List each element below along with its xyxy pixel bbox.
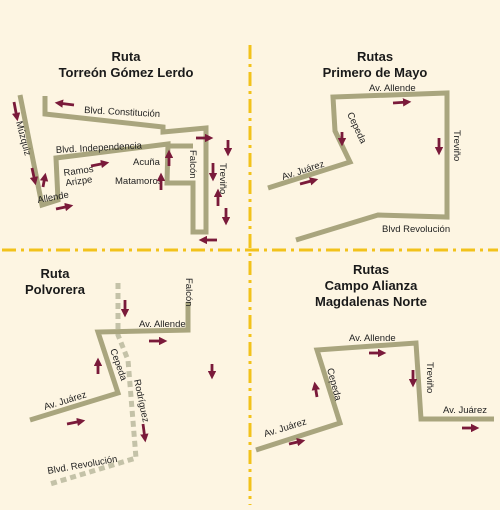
street-label-falcon: Falcón — [183, 278, 194, 307]
panel-title: Rutas — [357, 49, 393, 64]
street-label-allende: Av. Allende — [139, 319, 186, 330]
direction-arrow — [288, 438, 306, 447]
street-label-allende: Allende — [37, 190, 70, 206]
direction-arrow — [11, 101, 21, 122]
direction-arrow — [55, 202, 74, 212]
panel-title: Polvorera — [25, 282, 86, 297]
route-line — [29, 302, 191, 423]
street-label-independencia: Blvd. Independencia — [56, 140, 143, 156]
direction-arrows — [11, 98, 480, 447]
direction-arrow — [299, 177, 319, 186]
street-label-trevino: Treviño — [451, 130, 462, 161]
street-label-ramos: Ramos — [63, 164, 95, 179]
panel-primero-de-mayo: Rutas Primero de Mayo Av. Allende Cepeda… — [267, 49, 462, 243]
panel-title: Ruta — [112, 49, 142, 64]
street-label-arizpe: Arizpe — [65, 174, 93, 189]
street-label-juarez-right: Av. Juárez — [443, 405, 487, 416]
route-line — [17, 94, 209, 235]
route-line — [255, 340, 494, 453]
direction-arrow — [39, 172, 49, 188]
route-line — [267, 90, 450, 243]
panel-title: Rutas — [353, 262, 389, 277]
panel-torreon-gomez-lerdo: Ruta Torreón Gómez Lerdo Múzquiz Blvd. C… — [13, 49, 228, 235]
panel-title: Torreón Gómez Lerdo — [59, 65, 194, 80]
street-label-cepeda: Cepeda — [344, 111, 368, 146]
panel-title: Magdalenas Norte — [315, 294, 427, 309]
direction-arrow — [90, 159, 110, 169]
street-label-matamoros: Matamoros — [115, 176, 163, 187]
street-label-trevino: Treviño — [424, 362, 435, 393]
panel-title: Primero de Mayo — [323, 65, 428, 80]
street-label-acuna: Acuña — [133, 157, 161, 168]
direction-arrow — [29, 167, 39, 186]
street-label-allende: Av. Allende — [349, 333, 396, 344]
panel-campo-alianza: Rutas Campo Alianza Magdalenas Norte Av.… — [255, 262, 494, 453]
panel-title: Campo Alianza — [325, 278, 418, 293]
direction-arrow — [140, 423, 149, 443]
street-label-allende: Av. Allende — [369, 83, 416, 94]
route-line-dotted — [49, 283, 139, 487]
direction-arrow — [311, 381, 320, 398]
panel-title: Ruta — [41, 266, 71, 281]
street-label-trevino: Treviño — [217, 163, 228, 194]
street-label-constitucion: Blvd. Constitución — [84, 105, 161, 120]
direction-arrow — [392, 98, 412, 107]
street-label-revolucion: Blvd Revolución — [382, 224, 450, 235]
direction-arrow — [54, 99, 75, 108]
panel-polvorera: Ruta Polvorera Falcón Av. Allende Cepeda… — [25, 266, 194, 487]
direction-arrow — [66, 417, 86, 427]
street-label-rodriguez: Rodríguez — [131, 378, 151, 423]
street-label-falcon: Falcón — [187, 150, 198, 179]
